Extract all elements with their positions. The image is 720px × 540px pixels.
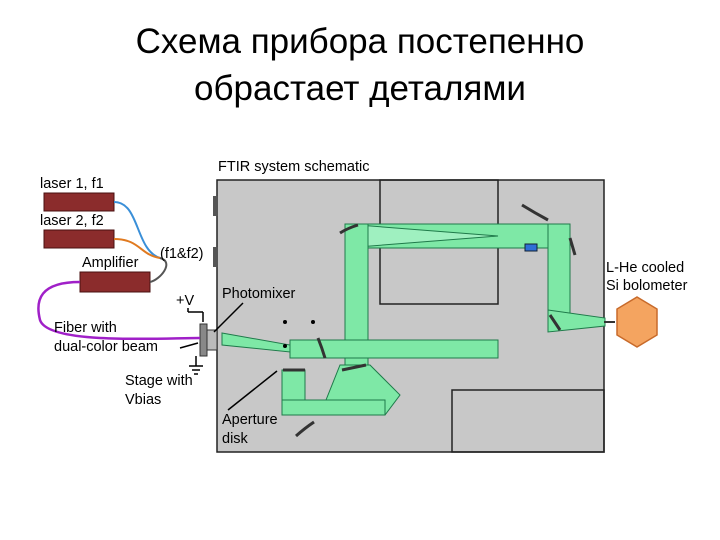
photomixer-chip <box>206 329 218 351</box>
moving-mirror-stage <box>524 243 538 252</box>
beam-right-vertical <box>547 223 571 326</box>
fiber-label-line-1: Fiber with <box>54 320 117 336</box>
mirror-top-left <box>339 223 359 235</box>
chamber-port-upper <box>213 196 218 216</box>
voltage-label: +V <box>176 293 194 309</box>
chamber-port-lower <box>213 247 218 267</box>
amplifier-body <box>79 271 151 293</box>
alignment-dots <box>283 320 315 348</box>
mirror-near-aperture <box>316 337 327 359</box>
dot-1 <box>283 320 287 324</box>
fiber-pointer <box>179 342 199 349</box>
laser-1-label: laser 1, f1 <box>40 176 104 192</box>
fiber-combined <box>149 257 168 283</box>
detector-label-line-1: L-He cooled <box>606 260 684 276</box>
slide-title: Схема прибора постепенно обрастает детал… <box>0 18 720 112</box>
dot-3 <box>283 344 287 348</box>
mirrors <box>283 203 577 438</box>
beam-to-bolometer <box>547 309 606 333</box>
mirror-right-lower <box>548 314 562 331</box>
fiber-laser-2 <box>113 238 161 259</box>
mirror-top-right <box>521 203 549 222</box>
laser-2-body <box>43 229 115 249</box>
beam-lower-horizontal <box>281 399 386 416</box>
optical-beam-paths <box>221 223 606 416</box>
laser-2-label: laser 2, f2 <box>40 213 104 229</box>
fiber-label-line-2: dual-color beam <box>54 339 158 355</box>
photomixer-stage <box>199 323 208 357</box>
fiber-laser-1 <box>113 201 161 259</box>
laser-1-body <box>43 192 115 212</box>
lower-compartment <box>451 389 605 453</box>
photomixer-label: Photomixer <box>222 286 296 302</box>
combined-frequency-label: (f1&f2) <box>160 246 204 262</box>
slide-title-line-1: Схема прибора постепенно <box>135 22 585 61</box>
aperture-pointer <box>227 370 278 411</box>
beam-from-photomixer <box>221 332 291 353</box>
aperture-label-line-1: Aperture <box>222 412 278 428</box>
mirror-right-upper <box>568 237 577 256</box>
fiber-dual-color <box>37 280 201 341</box>
aperture-label-line-2: disk <box>222 431 249 447</box>
mirror-beamsplitter <box>341 363 367 372</box>
amplifier-label: Amplifier <box>82 255 139 271</box>
ftir-system-label: FTIR system schematic <box>218 159 369 175</box>
si-bolometer <box>616 296 658 348</box>
stage-label-line-2: Vbias <box>125 392 161 408</box>
photomixer-pointer <box>213 302 244 333</box>
slide-title-line-2: обрастает деталями <box>194 69 526 108</box>
dot-2 <box>311 320 315 324</box>
detector-label-line-2: Si bolometer <box>606 278 688 294</box>
mirror-bottom <box>295 420 315 438</box>
stage-label-line-1: Stage with <box>125 373 193 389</box>
